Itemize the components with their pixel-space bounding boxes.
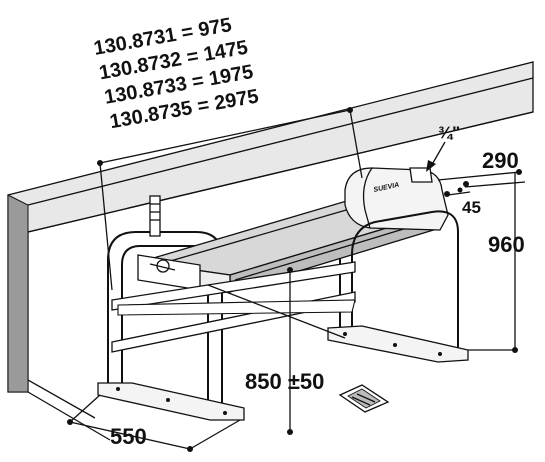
foot-width-label: 550 bbox=[110, 424, 147, 449]
water-pipe bbox=[149, 195, 161, 237]
model-lengths: 130.8731 = 975 130.8732 = 1475 130.8733 … bbox=[92, 14, 260, 133]
wall bbox=[7, 61, 534, 393]
floor bbox=[27, 379, 111, 441]
offset-label: 45 bbox=[462, 198, 481, 217]
height-label: 960 bbox=[488, 232, 525, 257]
inlet-size-label: ¾" bbox=[438, 123, 460, 142]
depth-label: 290 bbox=[482, 148, 519, 173]
mount-height-label: 850 ±50 bbox=[245, 369, 324, 394]
dimension-lines bbox=[67, 107, 526, 452]
right-housing: SUEVIA bbox=[344, 167, 449, 231]
floor-drain bbox=[338, 384, 390, 413]
cross-braces bbox=[111, 261, 356, 353]
